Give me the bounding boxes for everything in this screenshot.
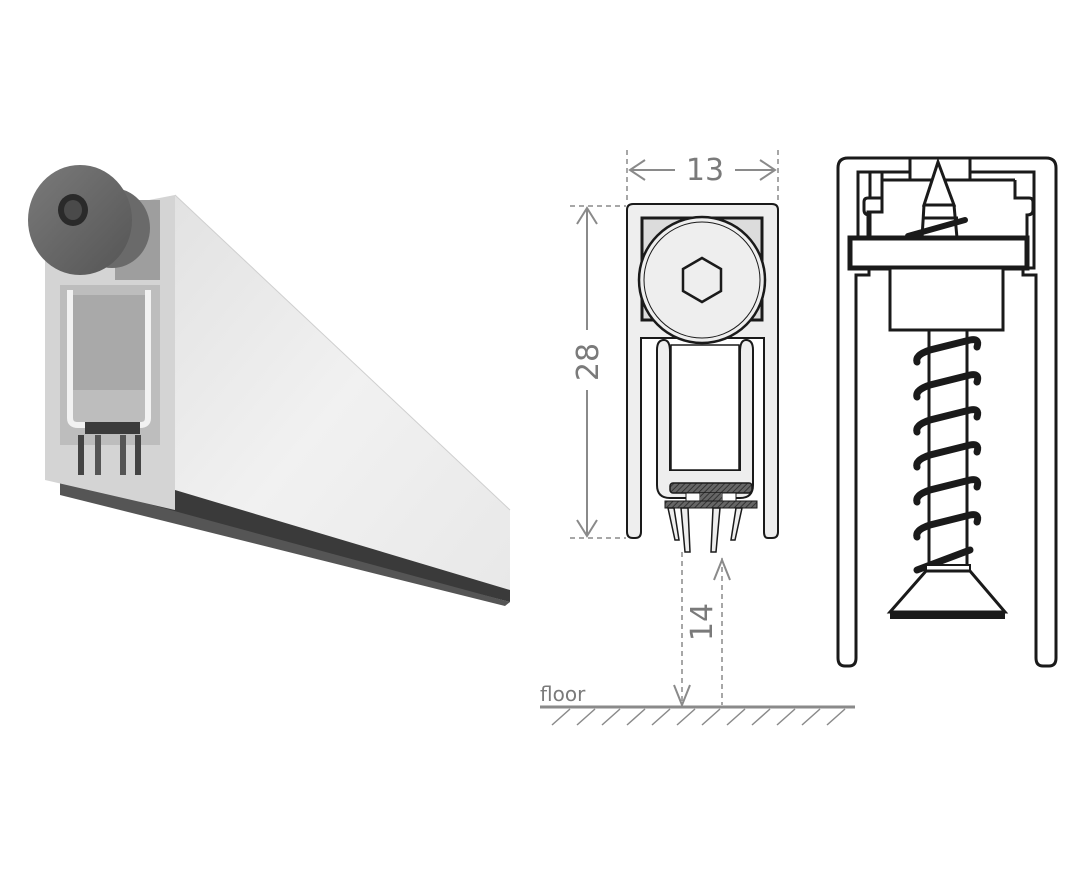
screw-detail-svg (836, 156, 1058, 668)
seal-strip (669, 482, 753, 494)
width-dimension-label: 13 (686, 153, 724, 188)
screw-icon (886, 330, 1009, 619)
cross-section-svg: 13 28 (540, 150, 855, 726)
hex-socket-icon (681, 256, 723, 304)
screw-tip (921, 157, 957, 207)
screw-detail-drawing (820, 140, 1080, 680)
floor-hatching (551, 708, 846, 726)
door-seal-3d-illustration (28, 165, 511, 606)
height-dimension-label: 28 (571, 343, 606, 381)
product-render (0, 150, 520, 620)
cross-section-drawing: 13 28 (530, 140, 860, 740)
floor-label: floor (540, 682, 586, 706)
drop-dimension-label: 14 (685, 603, 720, 641)
